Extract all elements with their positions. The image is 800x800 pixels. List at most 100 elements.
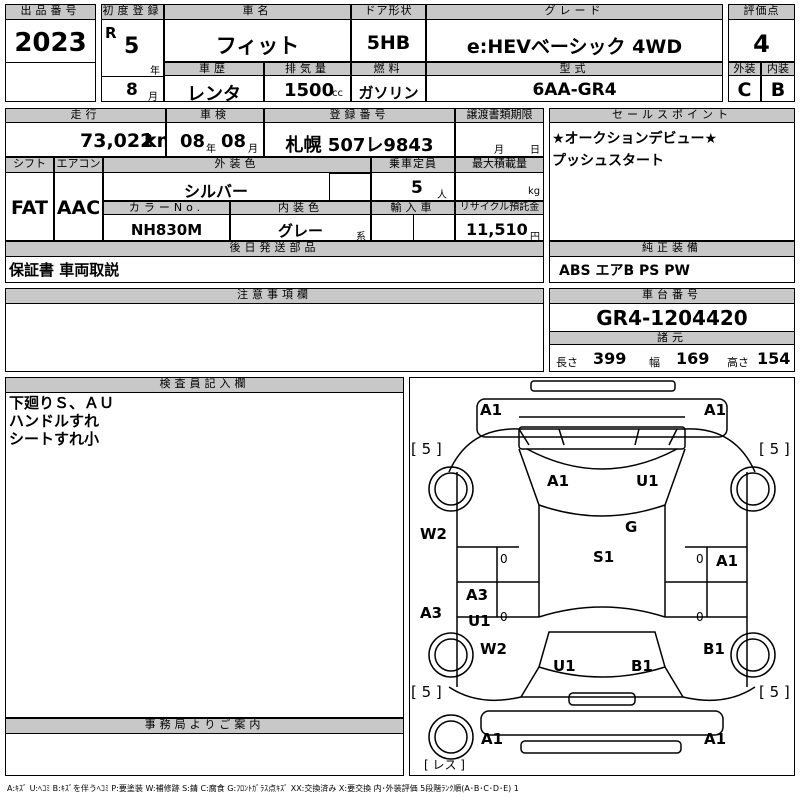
history: レンタ [187, 84, 241, 105]
capacity-label: 乗車定員 [371, 157, 455, 173]
transfer-label: 譲渡書類期限 [455, 108, 544, 123]
month-unit: 月 [148, 92, 158, 103]
color-sub [329, 173, 371, 201]
dmg-trunk-b: B1 [631, 657, 653, 675]
interior-color-label: 内装色 [230, 201, 371, 215]
import-sub [413, 215, 414, 241]
lot-blank [5, 62, 96, 102]
score: 4 [753, 30, 770, 58]
sales-label: セールスポイント [549, 108, 795, 123]
car-name: フィット [215, 34, 300, 58]
inspector-label: 検査員記入欄 [5, 377, 404, 393]
dmg-right-rear-fender: B1 [703, 640, 725, 658]
color-label: 外装色 [103, 157, 371, 173]
insp-month: 08 [221, 131, 247, 152]
load-unit: kg [528, 186, 541, 197]
tire-rear-right: [ 5 ] [759, 683, 790, 701]
fuel-label: 燃料 [351, 62, 426, 76]
color: シルバー [183, 182, 248, 201]
fuel: ガソリン [358, 84, 419, 102]
dmg-left-rear-num: 0 [500, 610, 508, 624]
length: 399 [593, 349, 627, 368]
dmg-rear-left: A1 [481, 730, 504, 748]
capacity: 5 [411, 178, 423, 198]
insp-year-unit: 年 [206, 144, 216, 155]
door-label: ドア形状 [351, 4, 426, 20]
chassis-label: 車台番号 [549, 288, 795, 304]
lot-number: 2023 [14, 28, 87, 58]
score-label: 評価点 [728, 4, 795, 20]
capacity-unit: 人 [437, 190, 447, 201]
grade: e:HEVベーシック 4WD [466, 36, 683, 58]
ac-label: エアコン [54, 157, 103, 173]
width: 169 [676, 349, 710, 368]
damage-diagram-box [409, 377, 795, 776]
plate: 札幌 507レ9843 [285, 135, 434, 156]
dmg-left-door-num: 0 [500, 552, 508, 566]
height-label: 高さ [727, 356, 749, 369]
model-label: 型式 [426, 62, 723, 76]
sales-line-2: プッシュスタート [552, 153, 664, 169]
interior-color-unit: 系 [356, 232, 366, 243]
cc-unit: cc [332, 88, 343, 99]
era: R [105, 24, 117, 42]
dmg-right-door-num: 0 [696, 552, 704, 566]
month-divider [101, 76, 164, 102]
ac: AAC [56, 197, 101, 219]
import-label: 輸入車 [371, 201, 455, 215]
exterior-grade: C [737, 79, 752, 101]
car-diagram [428, 380, 776, 760]
insp-month-unit: 月 [248, 144, 258, 155]
dmg-front-left: A1 [480, 401, 503, 419]
color-no-label: カラーNo. [103, 201, 230, 215]
dmg-hood-u: U1 [636, 472, 659, 490]
dmg-left-rear-door-a: A3 [466, 586, 489, 604]
car-name-label: 車名 [164, 4, 351, 20]
reg-month: 8 [126, 80, 138, 100]
spec-label: 諸元 [549, 331, 795, 345]
equip-label: 純正装備 [549, 241, 795, 257]
plate-label: 登録番号 [264, 108, 455, 123]
insp-year: 08 [180, 131, 206, 152]
later-label: 後日発送部品 [5, 241, 544, 257]
equip-value: ABS エアB PS PW [559, 263, 690, 279]
dmg-left-rear-fender: W2 [480, 640, 507, 658]
shift: FAT [11, 197, 48, 219]
height: 154 [757, 349, 791, 368]
model: 6AA-GR4 [532, 80, 617, 100]
mileage-label: 走行 [5, 108, 166, 123]
mileage: 73,022 [80, 130, 154, 152]
displacement: 1500 [284, 80, 335, 101]
displacement-label: 排気量 [264, 62, 351, 76]
shift-label: シフト [5, 157, 54, 173]
length-label: 長さ [556, 356, 578, 369]
dmg-front-right: A1 [704, 401, 727, 419]
dmg-right-front: A1 [716, 552, 739, 570]
dmg-hood-a: A1 [547, 472, 570, 490]
transfer-day: 日 [530, 145, 540, 156]
dmg-roof-g: G [625, 518, 638, 536]
dmg-right-rear-num: 0 [696, 610, 704, 624]
history-label: 車歴 [164, 62, 264, 76]
tire-rear-left: [ 5 ] [411, 683, 442, 701]
interior-label: 内装 [761, 62, 795, 76]
inspector-line-3: シートすれ小 [9, 430, 100, 448]
later-value: 保証書 車両取説 [9, 261, 120, 279]
tire-front-right: [ 5 ] [759, 440, 790, 458]
interior-grade: B [770, 79, 786, 101]
spare-tire: [ レス ] [424, 758, 465, 772]
reg-year: 5 [124, 34, 140, 59]
lot-number-label: 出品番号 [5, 4, 96, 20]
inspector-line-2: ハンドルすれ [9, 412, 100, 430]
inspection-label: 車検 [166, 108, 264, 123]
exterior-label: 外装 [728, 62, 761, 76]
dmg-rear-right: A1 [704, 730, 727, 748]
inspector-box [5, 377, 404, 718]
dmg-left-rear-door-u: U1 [468, 612, 491, 630]
interior-color: グレー [277, 222, 323, 240]
office-label: 事務局よりご案内 [5, 718, 404, 734]
chassis-number: GR4-1204420 [596, 306, 748, 330]
recycle: 11,510 [466, 220, 528, 239]
sales-line-1: ★オークションデビュー★ [552, 131, 718, 147]
dmg-left-front: W2 [420, 525, 447, 543]
